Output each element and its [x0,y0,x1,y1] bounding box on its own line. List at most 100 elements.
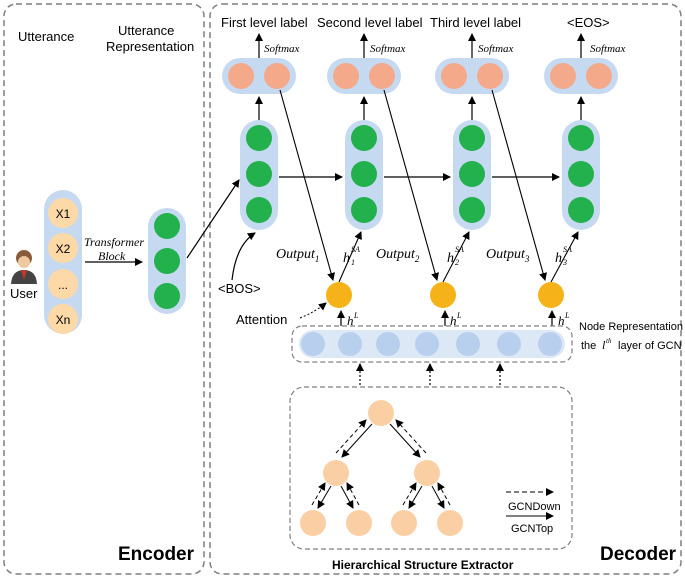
softmax-label-1: Softmax [264,43,300,55]
svg-text:Output3: Output3 [486,247,530,264]
attention-to-hidden-arrow [550,231,579,283]
hidden-sa-label-1: h SA 1 [343,245,360,267]
feedback-arrow [383,89,439,281]
svg-text:2: 2 [455,258,459,267]
encoder-title: Encoder [118,544,195,565]
feedback-arrow [491,89,547,281]
tree-leaf-node [300,510,326,536]
utterance-rep-label-2: Representation [106,39,194,54]
token-x1: X1 [48,198,78,228]
svg-text:layer of GCN: layer of GCN [618,340,682,352]
attention-to-hidden-arrow [338,231,362,283]
svg-text:SA: SA [351,245,360,254]
gcn-node [338,332,362,356]
extractor-title: Hierarchical Structure Extractor [332,558,514,572]
svg-text:X2: X2 [56,242,71,256]
hidden-capsule-1 [240,120,278,230]
svg-text:th: th [606,337,612,345]
svg-text:X1: X1 [56,207,71,221]
hidden-sa-label-3: h SA 3 [555,245,572,267]
svg-text:h: h [450,313,457,328]
transformer-label-2: Block [98,249,126,263]
gcn-node [456,332,480,356]
gcn-node [497,332,521,356]
output-label-2: Output2 [376,247,420,264]
rep-node [154,283,180,309]
token-xn: Xn [48,304,78,334]
level-label-2: Second level label [317,15,423,30]
output-label-1: Output1 [276,247,319,264]
tree-edges [311,419,451,509]
hidden-sa-label-2: h SA 2 [447,245,464,267]
svg-text:h: h [555,251,562,266]
output-label-3: Output3 [486,247,530,264]
svg-text:the: the [581,340,596,352]
decoder-title: Decoder [600,544,677,565]
attention-node-1 [326,282,352,308]
user-icon [11,250,37,284]
output-capsule-4 [544,58,618,94]
hidden-capsule-2 [345,120,383,230]
gcn-node [415,332,439,356]
level-label-3: Third level label [430,15,521,30]
gcn-node [376,332,400,356]
rep-node [154,248,180,274]
svg-text:h: h [343,251,350,266]
token-ellipsis: ... [48,269,78,299]
tree-node [414,460,440,486]
feedback-arrow [279,89,335,281]
hidden-capsule-3 [453,120,491,230]
legend-gcntop-label: GCNTop [511,523,553,535]
svg-text:SA: SA [563,245,572,254]
output-capsule-3 [435,58,509,94]
tree-leaf-node [346,510,372,536]
output-capsule-2 [327,58,401,94]
svg-text:l: l [602,338,606,352]
node-representation-box [291,325,573,363]
svg-text:L: L [456,311,462,320]
svg-text:...: ... [58,278,68,292]
attention-label: Attention [236,312,287,327]
node-rep-label-2: the l th layer of GCN [581,337,682,352]
tree-root-node [368,400,394,426]
softmax-label-3: Softmax [478,43,514,55]
legend-gcndown-label: GCNDown [508,501,561,513]
level-label-4: <EOS> [567,15,610,30]
svg-text:L: L [353,311,359,320]
svg-text:3: 3 [562,258,567,267]
svg-text:SA: SA [455,245,464,254]
token-x2: X2 [48,233,78,263]
softmax-label-2: Softmax [370,43,406,55]
svg-text:L: L [564,311,570,320]
attention-pointer [299,302,327,319]
level-label-1: First level label [221,15,308,30]
softmax-label-4: Softmax [590,43,626,55]
hidden-capsule-4 [562,120,600,230]
utterance-rep-label-1: Utterance [118,23,174,38]
attention-to-hidden-arrow [442,231,470,283]
svg-text:h: h [347,313,354,328]
tree-node [323,460,349,486]
svg-text:Output1: Output1 [276,247,319,264]
gcn-node [301,332,325,356]
svg-text:h: h [558,313,565,328]
utterance-label: Utterance [18,29,74,44]
rep-node [154,213,180,239]
output-capsule-1 [222,58,296,94]
encoder-to-decoder-arrow [186,179,240,259]
tree-leaf-node [437,510,463,536]
attention-node-2 [430,282,456,308]
user-label: User [10,286,38,301]
bos-arrow [231,232,256,281]
svg-text:Output2: Output2 [376,247,420,264]
svg-text:1: 1 [351,258,355,267]
attention-node-3 [538,282,564,308]
svg-text:h: h [447,251,454,266]
decoder-panel [209,3,682,575]
gcn-node [538,332,562,356]
